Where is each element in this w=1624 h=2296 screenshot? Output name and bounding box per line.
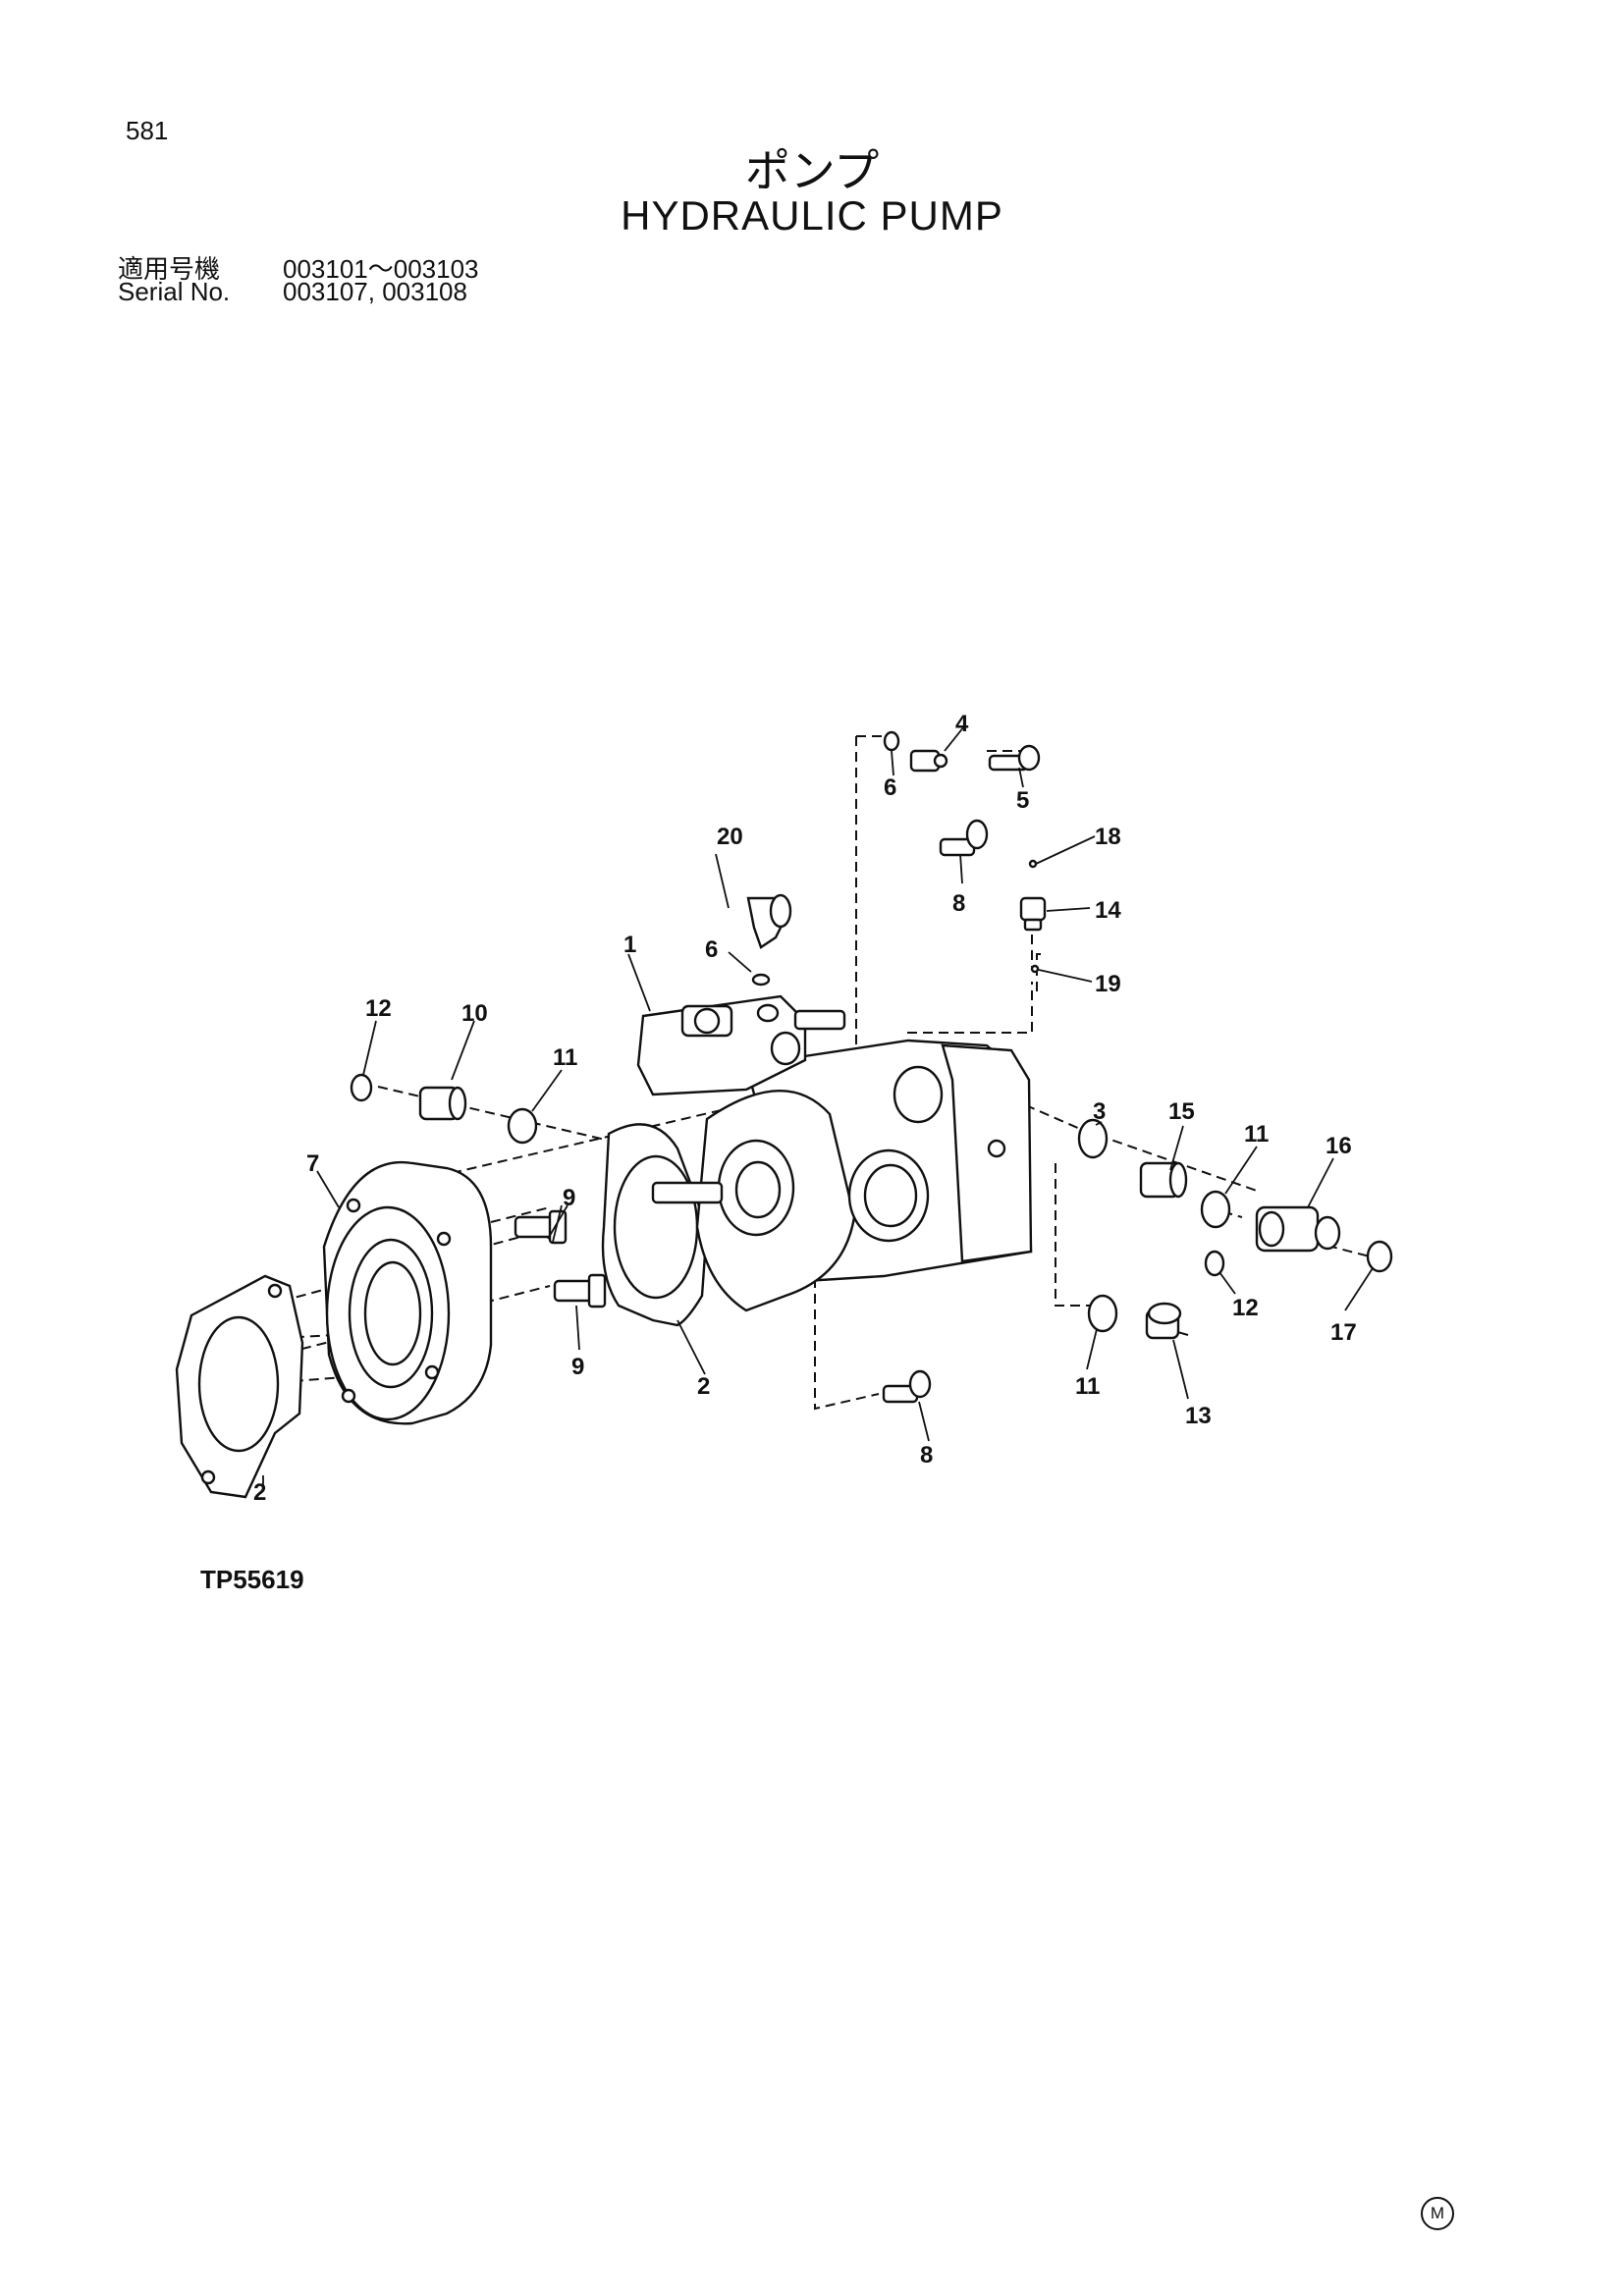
pump-body: [636, 994, 1033, 1312]
serial-row: 適用号機 003101～003103: [118, 249, 479, 286]
circled-m-mark: M: [1421, 2197, 1454, 2230]
leader-lines: [262, 725, 1374, 1487]
serial-label: Serial No.: [118, 277, 231, 306]
callout-8: 8: [952, 890, 965, 917]
page-title-japanese: ポンプ: [744, 144, 880, 197]
fitting-5: [988, 744, 1041, 772]
o-ring-3: [1077, 1118, 1109, 1159]
callout-9: 9: [571, 1354, 584, 1380]
callout-7: 7: [306, 1150, 319, 1177]
serial-range: 003101～003103: [283, 254, 479, 284]
washer-18: [1028, 859, 1038, 869]
callout-1: 1: [623, 932, 636, 958]
callout-2: 2: [253, 1479, 266, 1506]
o-ring-6: [751, 973, 771, 987]
flange: [322, 1160, 493, 1425]
bolt-8-upper: [939, 819, 989, 857]
callout-11: 11: [553, 1044, 577, 1071]
elbow-20: [746, 893, 792, 949]
callout-2: 2: [697, 1373, 710, 1400]
callout-6: 6: [884, 774, 896, 801]
figure-code: TP55619: [200, 1565, 304, 1594]
o-ring-17: [1366, 1240, 1393, 1273]
bolt-8-lower: [882, 1369, 932, 1404]
callout-3: 3: [1093, 1098, 1106, 1125]
callout-13: 13: [1185, 1403, 1212, 1429]
gasket-center: [601, 1123, 709, 1327]
elbow-16: [1255, 1205, 1341, 1253]
sensor-14: [1019, 896, 1047, 932]
bolt-9: [553, 1273, 607, 1308]
callout-11: 11: [1244, 1121, 1269, 1148]
callout-19: 19: [1095, 971, 1121, 997]
plug-13: [1145, 1302, 1182, 1340]
page-number: 581: [126, 116, 169, 145]
callout-20: 20: [717, 824, 743, 850]
callout-5: 5: [1016, 787, 1029, 814]
callout-12: 12: [1232, 1295, 1259, 1321]
callout-6: 6: [705, 936, 718, 963]
washer-19: [1030, 964, 1040, 974]
callout-10: 10: [461, 1000, 488, 1027]
callout-17: 17: [1330, 1319, 1357, 1346]
page-title: HYDRAULIC PUMP: [621, 192, 1003, 239]
callout-16: 16: [1326, 1133, 1352, 1159]
gasket-left: [175, 1274, 304, 1499]
callout-15: 15: [1168, 1098, 1195, 1125]
serial-label-jp: 適用号機: [118, 254, 221, 284]
callout-18: 18: [1095, 824, 1121, 850]
callout-11: 11: [1075, 1373, 1100, 1400]
o-ring-12: [1204, 1250, 1225, 1277]
fitting-4: [909, 749, 948, 773]
o-ring-11: [507, 1107, 538, 1145]
bolt-9: [514, 1209, 568, 1245]
o-ring-11: [1087, 1294, 1118, 1333]
serial-numbers: 003107, 003108: [283, 277, 467, 306]
callouts: 1 2 2 3 4 5 6 6 7 8 8 9 9 10 11 11 11 12…: [253, 711, 1357, 1506]
o-ring-11: [1200, 1190, 1231, 1229]
callout-12: 12: [365, 995, 392, 1022]
serial-row: Serial No. 003107, 003108: [118, 277, 467, 307]
callout-8: 8: [920, 1442, 933, 1468]
callout-9: 9: [563, 1185, 575, 1211]
callout-14: 14: [1095, 897, 1121, 924]
callout-4: 4: [955, 711, 969, 737]
o-ring-6: [883, 730, 900, 752]
o-ring-12: [350, 1073, 373, 1102]
adapter-15: [1139, 1161, 1188, 1199]
adapter-10: [418, 1086, 467, 1121]
